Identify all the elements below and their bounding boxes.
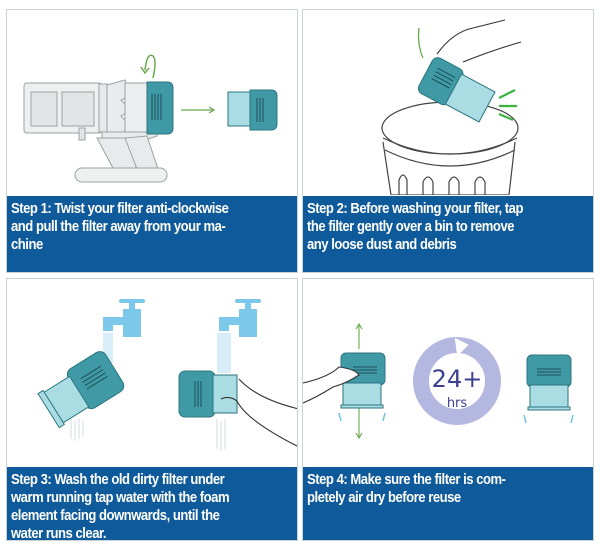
caption-line: pletely air dry before reuse [307,489,461,506]
dry-time-unit: hrs [447,396,468,411]
water-drip [70,419,84,441]
water-stream [217,333,231,373]
hand-icon [220,378,297,447]
filter-icon [417,57,496,123]
hand-icon [436,19,522,63]
caption-line: Step 3: Wash the old dirty filter under [11,471,225,488]
step-1-illustration [7,10,297,195]
water-drip [216,419,226,451]
caption-line: the filter gently over a bin to remove [307,218,515,235]
step-4-illustration: 24+ hrs [303,279,593,466]
vacuum-cleaner-icon [23,79,168,183]
water-stream [103,333,113,363]
caption-line: any loose dust and debris [307,236,457,253]
step-3-illustration [7,279,297,466]
caption-line: chine [11,236,43,253]
filter-icon [178,370,238,418]
caption-line: and pull the filter away from your ma- [11,218,226,235]
water-drops-icon [523,414,574,424]
timer-ring-icon [413,337,501,425]
step-2-caption: Step 2: Before washing your filter, tap … [303,196,593,272]
caption-line: water runs clear. [11,525,107,541]
pull-arrow-icon [181,106,216,114]
caption-line: Step 4: Make sure the filter is com- [307,471,506,488]
filter-detached-icon [227,89,278,131]
hand-icon [303,366,360,404]
filter-attached-icon [146,81,174,135]
water-drops-icon [338,412,386,422]
bin-icon [381,101,519,195]
caption-line: warm running tap water with the foam [11,489,230,506]
step-4-panel: 24+ hrs Step 4: Make sure the filter is … [302,278,594,541]
tap-icon [103,299,145,337]
step-3-panel: Step 3: Wash the old dirty filter under … [6,278,298,541]
impact-lines-icon [498,89,517,122]
filter-icon [37,351,125,429]
tap-arrow-icon [417,27,424,59]
step-1-panel: Step 1: Twist your filter anti-clockwise… [6,9,298,273]
dry-time-value: 24+ [432,365,483,393]
step-1-caption: Step 1: Twist your filter anti-clockwise… [7,196,297,272]
filter-icon [526,354,572,411]
shake-arrows-icon [355,322,363,440]
caption-line: element facing downwards, until the [11,507,220,524]
step-2-illustration [303,10,593,195]
step-2-panel: Step 2: Before washing your filter, tap … [302,9,594,273]
caption-line: Step 1: Twist your filter anti-clockwise [11,200,229,217]
twist-arrow-icon [144,54,156,79]
step-4-caption: Step 4: Make sure the filter is com- ple… [303,467,593,540]
step-3-caption: Step 3: Wash the old dirty filter under … [7,467,297,540]
tap-icon [219,299,261,337]
caption-line: Step 2: Before washing your filter, tap [307,200,523,217]
